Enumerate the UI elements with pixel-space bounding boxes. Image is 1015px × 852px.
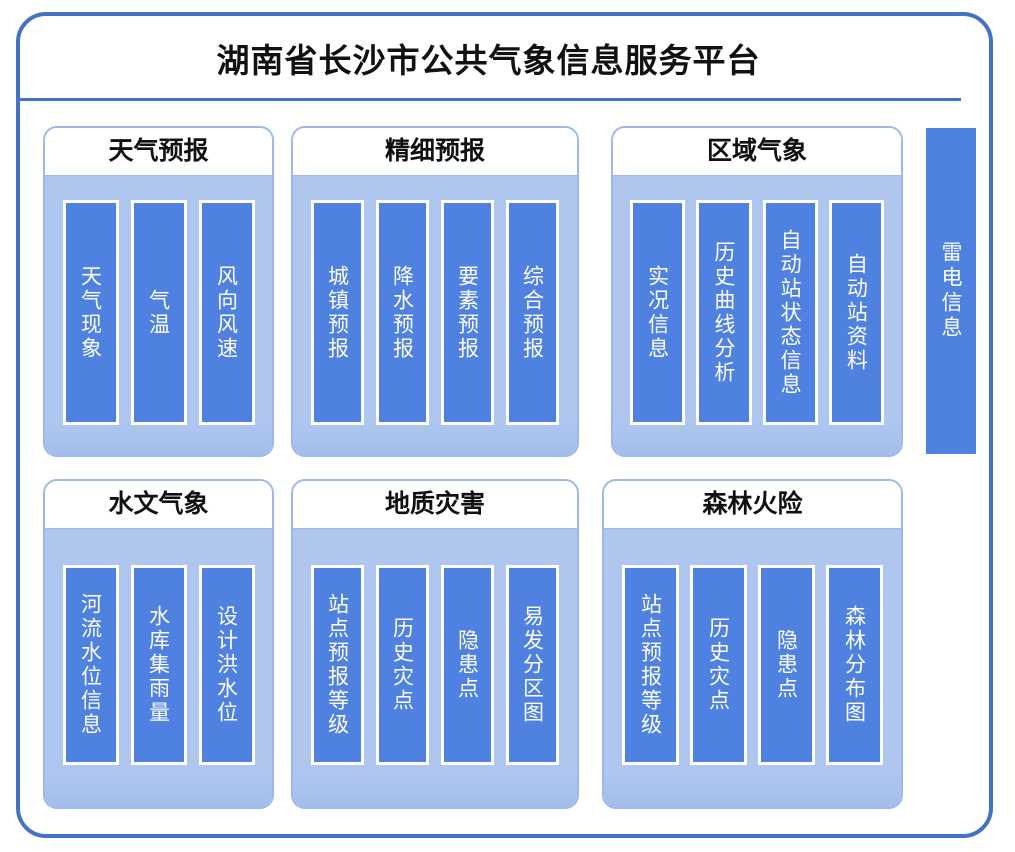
panel-hydrological-weather-body: 河流水位信息 水库集雨量 设计洪水位 xyxy=(45,528,272,807)
item-label: 隐患点 xyxy=(455,629,480,701)
item-label: 森林分布图 xyxy=(842,605,867,725)
panel-weather-items: 天气现象 气温 风向风速 xyxy=(45,176,272,455)
item-bar-weather-phenomena[interactable]: 天气现象 xyxy=(62,200,119,425)
item-label: 实况信息 xyxy=(645,264,670,361)
panel-forest-fire-risk-body: 站点预报等级 历史灾点 隐患点 森林分布图 xyxy=(604,528,901,807)
item-bar-forest-hazard-points[interactable]: 隐患点 xyxy=(758,565,815,765)
item-bar-aws-data[interactable]: 自动站资料 xyxy=(828,200,884,425)
item-label: 要素预报 xyxy=(455,264,480,361)
item-label: 设计洪水位 xyxy=(214,605,239,725)
item-bar-wind[interactable]: 风向风速 xyxy=(198,200,255,425)
panel-hydrological-weather[interactable]: 水文气象 河流水位信息 水库集雨量 设计洪水位 xyxy=(43,479,274,809)
item-bar-geo-station-forecast-level[interactable]: 站点预报等级 xyxy=(311,565,364,765)
item-bar-geo-historical-disaster-points[interactable]: 历史灾点 xyxy=(376,565,429,765)
page-title: 湖南省长沙市公共气象信息服务平台 xyxy=(216,41,761,80)
item-label: 降水预报 xyxy=(390,264,415,361)
item-label: 水库集雨量 xyxy=(146,605,171,725)
panel-regional-weather-body: 实况信息 历史曲线分析 自动站状态信息 自动站资料 xyxy=(613,175,901,455)
panel-regional-weather-title: 区域气象 xyxy=(613,128,901,174)
item-label: 自动站资料 xyxy=(844,252,869,373)
panel-forest-fire-risk-title: 森林火险 xyxy=(604,481,901,527)
item-label: 易发分区图 xyxy=(520,605,545,725)
panel-regional-weather[interactable]: 区域气象 实况信息 历史曲线分析 自动站状态信息 自动站资料 xyxy=(611,126,903,457)
panel-geological-disaster[interactable]: 地质灾害 站点预报等级 历史灾点 隐患点 易发分区图 xyxy=(291,479,579,809)
item-bar-forest-station-forecast-level[interactable]: 站点预报等级 xyxy=(622,565,679,765)
item-label: 自动站状态信息 xyxy=(778,228,803,397)
item-bar-forest-historical-disaster-points[interactable]: 历史灾点 xyxy=(690,565,747,765)
item-label: 综合预报 xyxy=(520,264,545,361)
item-label: 风向风速 xyxy=(214,264,239,361)
panel-forest-fire-risk-items: 站点预报等级 历史灾点 隐患点 森林分布图 xyxy=(604,529,901,807)
item-label: 站点预报等级 xyxy=(638,593,663,737)
panel-hydrological-weather-items: 河流水位信息 水库集雨量 设计洪水位 xyxy=(45,529,272,807)
item-label: 天气现象 xyxy=(78,264,103,361)
panel-geological-disaster-title: 地质灾害 xyxy=(293,481,577,527)
item-bar-aws-status-info[interactable]: 自动站状态信息 xyxy=(762,200,818,425)
item-bar-design-flood-level[interactable]: 设计洪水位 xyxy=(198,565,255,765)
item-bar-town-forecast[interactable]: 城镇预报 xyxy=(311,200,364,425)
item-label: 城镇预报 xyxy=(325,264,350,361)
item-label: 雷电信息 xyxy=(939,241,964,341)
panel-fine-forecast-body: 城镇预报 降水预报 要素预报 综合预报 xyxy=(293,175,577,455)
item-bar-comprehensive-forecast[interactable]: 综合预报 xyxy=(506,200,559,425)
item-label: 历史灾点 xyxy=(390,617,415,713)
panel-fine-forecast[interactable]: 精细预报 城镇预报 降水预报 要素预报 综合预报 xyxy=(291,126,579,457)
panel-fine-forecast-items: 城镇预报 降水预报 要素预报 综合预报 xyxy=(293,176,577,455)
panel-geological-disaster-body: 站点预报等级 历史灾点 隐患点 易发分区图 xyxy=(293,528,577,807)
item-bar-precipitation-forecast[interactable]: 降水预报 xyxy=(376,200,429,425)
item-label: 历史曲线分析 xyxy=(711,240,736,385)
panel-forest-fire-risk[interactable]: 森林火险 站点预报等级 历史灾点 隐患点 森林分布图 xyxy=(602,479,903,809)
item-label: 河流水位信息 xyxy=(78,593,103,737)
item-label: 站点预报等级 xyxy=(325,593,350,737)
item-bar-lightning-info[interactable]: 雷电信息 xyxy=(926,128,976,454)
item-bar-river-water-level[interactable]: 河流水位信息 xyxy=(62,565,119,765)
panel-hydrological-weather-title: 水文气象 xyxy=(45,481,272,527)
item-bar-reservoir-rainfall[interactable]: 水库集雨量 xyxy=(130,565,187,765)
panel-weather-body: 天气现象 气温 风向风速 xyxy=(45,175,272,455)
item-bar-geo-susceptibility-zoning-map[interactable]: 易发分区图 xyxy=(506,565,559,765)
panel-regional-weather-items: 实况信息 历史曲线分析 自动站状态信息 自动站资料 xyxy=(613,176,901,455)
item-label: 气温 xyxy=(146,288,171,337)
item-bar-element-forecast[interactable]: 要素预报 xyxy=(441,200,494,425)
item-bar-live-info[interactable]: 实况信息 xyxy=(630,200,686,425)
panel-weather[interactable]: 天气预报 天气现象 气温 风向风速 xyxy=(43,126,274,457)
panel-geological-disaster-items: 站点预报等级 历史灾点 隐患点 易发分区图 xyxy=(293,529,577,807)
panel-weather-title: 天气预报 xyxy=(45,128,272,174)
item-label: 隐患点 xyxy=(774,629,799,701)
item-bar-forest-distribution-map[interactable]: 森林分布图 xyxy=(826,565,883,765)
item-bar-history-curve-analysis[interactable]: 历史曲线分析 xyxy=(696,200,752,425)
item-label: 历史灾点 xyxy=(706,617,731,713)
item-bar-geo-hazard-points[interactable]: 隐患点 xyxy=(441,565,494,765)
title-divider xyxy=(20,98,961,101)
item-bar-temperature[interactable]: 气温 xyxy=(130,200,187,425)
panel-fine-forecast-title: 精细预报 xyxy=(293,128,577,174)
